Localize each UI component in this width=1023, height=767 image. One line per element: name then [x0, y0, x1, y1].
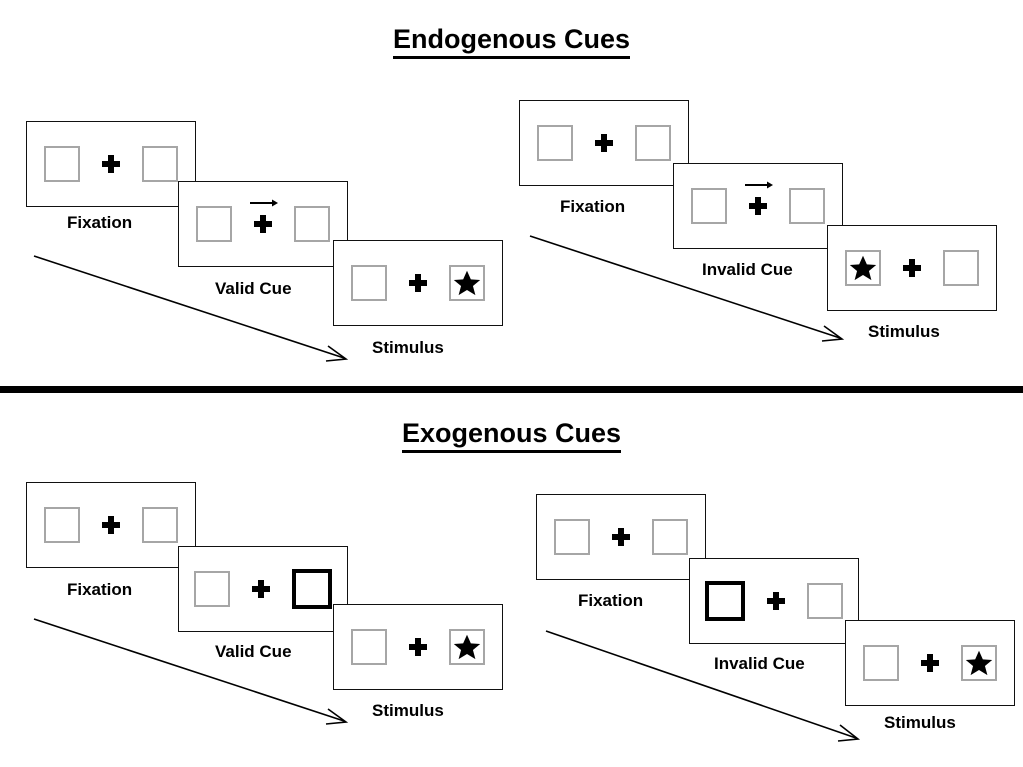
plus-cross-icon: [254, 215, 272, 233]
frame-exogenous-invalid-cue: [689, 558, 859, 644]
right-box: [943, 250, 979, 286]
stage-label-invalid-cue: Invalid Cue: [702, 260, 793, 279]
left-box: [537, 125, 573, 161]
star-icon: [453, 634, 481, 660]
time-flow-arrow-icon: [33, 618, 349, 725]
right-box: [449, 265, 485, 301]
left-box: [863, 645, 899, 681]
time-flow-arrow-icon: [529, 235, 845, 342]
left-box-cued: [705, 581, 745, 621]
frame-endogenous-valid-cue: [178, 181, 348, 267]
stage-label-stimulus: Stimulus: [372, 701, 444, 720]
left-box: [44, 507, 80, 543]
stage-label-fixation: Fixation: [560, 197, 626, 216]
right-box: [142, 507, 178, 543]
plus-cross-icon: [767, 592, 785, 610]
section-title-exogenous: Exogenous Cues: [0, 418, 1023, 453]
stage-label-fixation: Fixation: [67, 580, 133, 599]
right-box: [635, 125, 671, 161]
left-box: [554, 519, 590, 555]
stage-label-valid-cue: Valid Cue: [215, 642, 292, 661]
right-box: [142, 146, 178, 182]
frame-endogenous-invalid-stimulus: [827, 225, 997, 311]
stage-label-fixation: Fixation: [67, 213, 133, 232]
frame-exogenous-invalid-stimulus: [845, 620, 1015, 706]
section-title-exogenous-text: Exogenous Cues: [401, 418, 622, 453]
stage-label-stimulus: Stimulus: [884, 713, 956, 732]
plus-cross-icon: [921, 654, 939, 672]
time-flow-arrow-icon: [33, 255, 349, 362]
left-box: [845, 250, 881, 286]
stage-label-stimulus: Stimulus: [868, 322, 940, 341]
star-icon: [965, 650, 993, 676]
frame-exogenous-valid-stimulus: [333, 604, 503, 690]
plus-cross-icon: [903, 259, 921, 277]
frame-endogenous-valid-stimulus: [333, 240, 503, 326]
left-box: [351, 629, 387, 665]
left-box: [351, 265, 387, 301]
right-box-cued: [292, 569, 332, 609]
time-flow-arrow-icon: [545, 630, 861, 742]
frame-exogenous-invalid-fixation: [536, 494, 706, 580]
star-icon: [453, 270, 481, 296]
left-box: [194, 571, 230, 607]
frame-exogenous-valid-cue: [178, 546, 348, 632]
right-box: [789, 188, 825, 224]
right-box: [449, 629, 485, 665]
frame-endogenous-valid-fixation: [26, 121, 196, 207]
plus-cross-icon: [409, 638, 427, 656]
stage-label-fixation: Fixation: [578, 591, 644, 610]
plus-cross-icon: [252, 580, 270, 598]
right-box: [807, 583, 843, 619]
left-box: [44, 146, 80, 182]
section-divider: [0, 386, 1023, 393]
frame-endogenous-invalid-cue: [673, 163, 843, 249]
frame-exogenous-valid-fixation: [26, 482, 196, 568]
right-box: [294, 206, 330, 242]
section-title-endogenous: Endogenous Cues: [0, 24, 1023, 59]
plus-cross-icon: [102, 516, 120, 534]
frame-endogenous-invalid-fixation: [519, 100, 689, 186]
plus-cross-icon: [409, 274, 427, 292]
left-box: [196, 206, 232, 242]
stage-label-invalid-cue: Invalid Cue: [714, 654, 805, 673]
plus-cross-icon: [595, 134, 613, 152]
right-box: [652, 519, 688, 555]
left-box: [691, 188, 727, 224]
star-icon: [849, 255, 877, 281]
right-box: [961, 645, 997, 681]
section-title-endogenous-text: Endogenous Cues: [392, 24, 630, 59]
plus-cross-icon: [612, 528, 630, 546]
plus-cross-icon: [749, 197, 767, 215]
stage-label-valid-cue: Valid Cue: [215, 279, 292, 298]
plus-cross-icon: [102, 155, 120, 173]
stage-label-stimulus: Stimulus: [372, 338, 444, 357]
